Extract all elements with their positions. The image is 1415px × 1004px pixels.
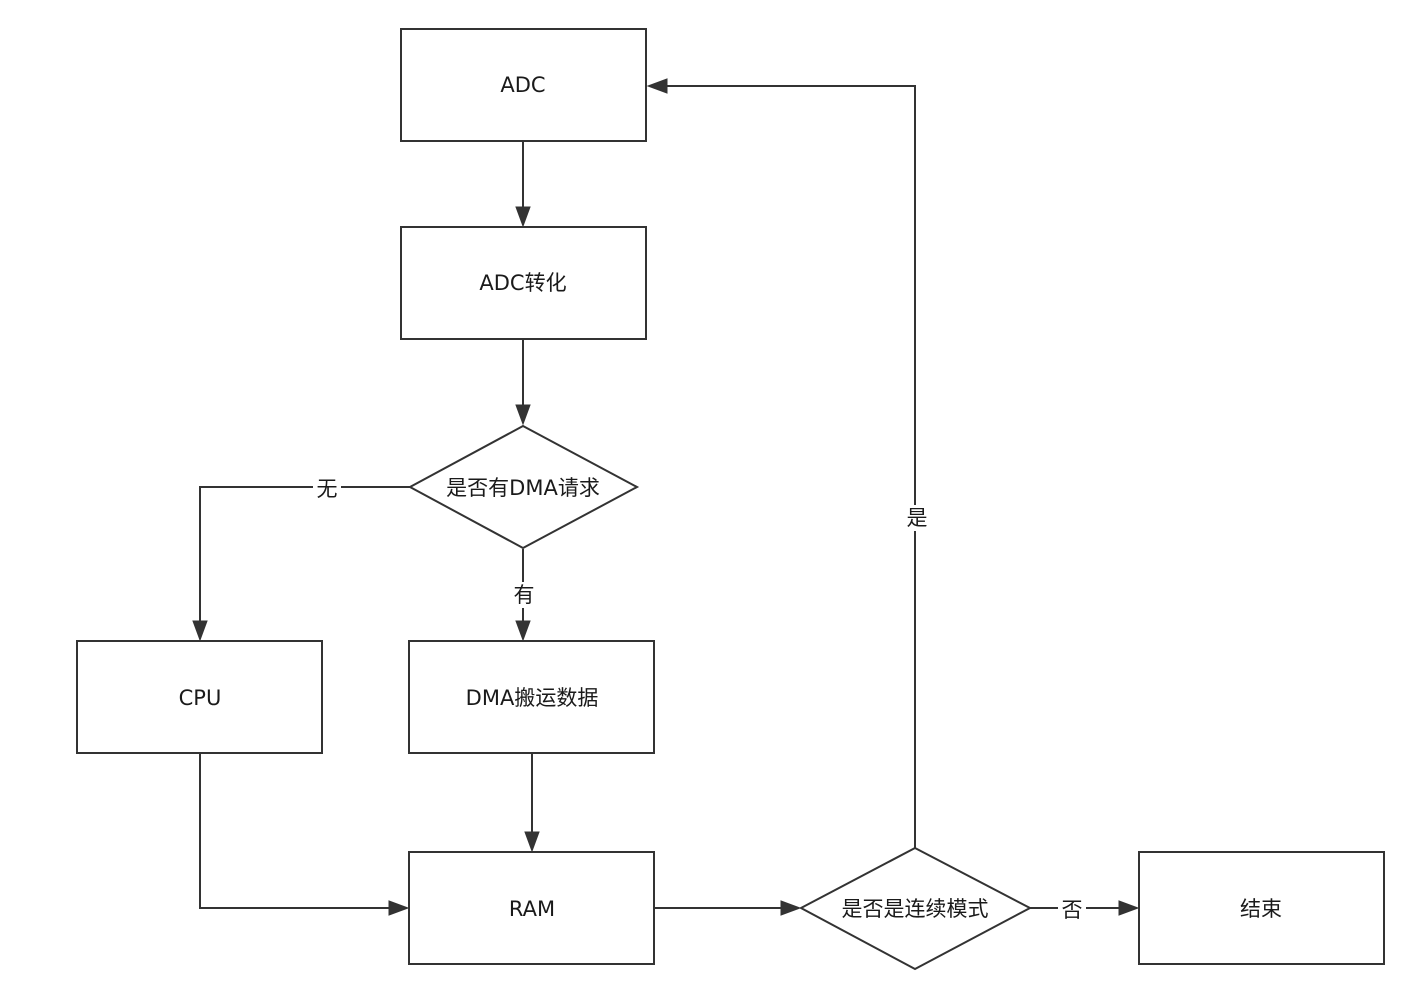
edge-adc-to-adc-convert [515, 141, 531, 228]
node-dma-transfer-label: DMA搬运数据 [466, 686, 599, 710]
node-dma-transfer[interactable]: DMA搬运数据 [408, 640, 655, 754]
node-continuous-mode-label: 是否是连续模式 [842, 897, 989, 921]
node-dma-request-decision[interactable]: 是否有DMA请求 [407, 424, 640, 550]
edge-label-continuous-yes-text: 是 [907, 506, 928, 530]
edge-label-has-dma-text: 有 [514, 583, 535, 607]
node-adc[interactable]: ADC [400, 28, 647, 142]
edge-continuous-mode-to-adc [646, 78, 916, 848]
edge-dma-request-to-cpu [192, 486, 410, 642]
edge-cpu-to-ram [199, 753, 410, 916]
node-end-label: 结束 [1240, 897, 1282, 921]
node-adc-convert[interactable]: ADC转化 [400, 226, 647, 340]
edge-label-no-dma-text: 无 [317, 477, 338, 501]
node-adc-convert-label: ADC转化 [479, 271, 566, 295]
edge-label-no-dma: 无 [313, 476, 341, 502]
node-ram-label: RAM [509, 897, 555, 921]
edge-label-continuous-no: 否 [1058, 897, 1086, 923]
node-end[interactable]: 结束 [1138, 851, 1385, 965]
node-adc-label: ADC [500, 73, 545, 97]
edge-label-continuous-yes: 是 [903, 505, 931, 531]
node-cpu[interactable]: CPU [76, 640, 323, 754]
node-cpu-label: CPU [179, 686, 222, 710]
edge-label-continuous-no-text: 否 [1062, 898, 1083, 922]
edge-adc-convert-to-dma-request [515, 339, 531, 426]
node-ram[interactable]: RAM [408, 851, 655, 965]
node-dma-request-label: 是否有DMA请求 [446, 476, 600, 500]
edge-label-has-dma: 有 [510, 582, 538, 608]
node-continuous-mode-decision[interactable]: 是否是连续模式 [798, 846, 1033, 971]
edge-ram-to-continuous-mode [655, 900, 802, 916]
edge-dma-transfer-to-ram [524, 753, 540, 853]
